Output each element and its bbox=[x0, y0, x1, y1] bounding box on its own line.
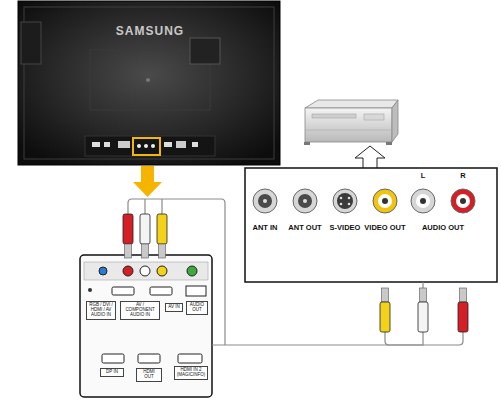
port-label: HDMI IN 2 (MAGICINFO) bbox=[174, 366, 208, 380]
jack-label: VIDEO OUT bbox=[364, 224, 405, 232]
port-label: RGB / DVI / HDMI / AV AUDIO IN bbox=[86, 301, 116, 320]
rca-plug bbox=[140, 214, 150, 258]
rca-plug bbox=[418, 288, 428, 332]
jack-label: S-VIDEO bbox=[330, 224, 361, 232]
port-panel: RGB / DVI / HDMI / AV AUDIO INAV / COMPO… bbox=[80, 255, 212, 397]
dvd-player bbox=[304, 100, 398, 145]
av-cable bbox=[212, 282, 423, 345]
jack-label: ANT OUT bbox=[288, 224, 321, 232]
cable bbox=[128, 199, 225, 345]
cable bbox=[145, 199, 162, 214]
jack-label: R bbox=[460, 172, 465, 180]
rca-plug bbox=[123, 214, 133, 258]
cable bbox=[385, 332, 463, 345]
port-label: AV / COMPONENT AUDIO IN bbox=[120, 301, 160, 320]
rca-plug bbox=[380, 288, 390, 332]
tv-port-panel bbox=[80, 255, 212, 397]
jack-label: AUDIO OUT bbox=[422, 224, 464, 232]
brand-label: SAMSUNG bbox=[116, 24, 184, 38]
rca-plug bbox=[458, 288, 468, 332]
port-label: DP IN bbox=[100, 368, 124, 377]
rca-plug bbox=[157, 214, 167, 258]
jack-panel: L R ANT IN ANT OUT S-VIDEOVIDEO OUT AUDIO OUT bbox=[245, 168, 497, 282]
pointer-arrow bbox=[133, 166, 162, 197]
monitor-back bbox=[18, 1, 280, 165]
port-label: AUDIO OUT bbox=[186, 301, 208, 315]
pointer-arrow bbox=[355, 146, 385, 168]
port-label: AV IN bbox=[165, 303, 183, 312]
jack-label: L bbox=[421, 172, 426, 180]
av-jack-panel bbox=[245, 168, 497, 282]
port-label: HDMI OUT bbox=[136, 368, 162, 382]
jack-label: ANT IN bbox=[253, 224, 278, 232]
